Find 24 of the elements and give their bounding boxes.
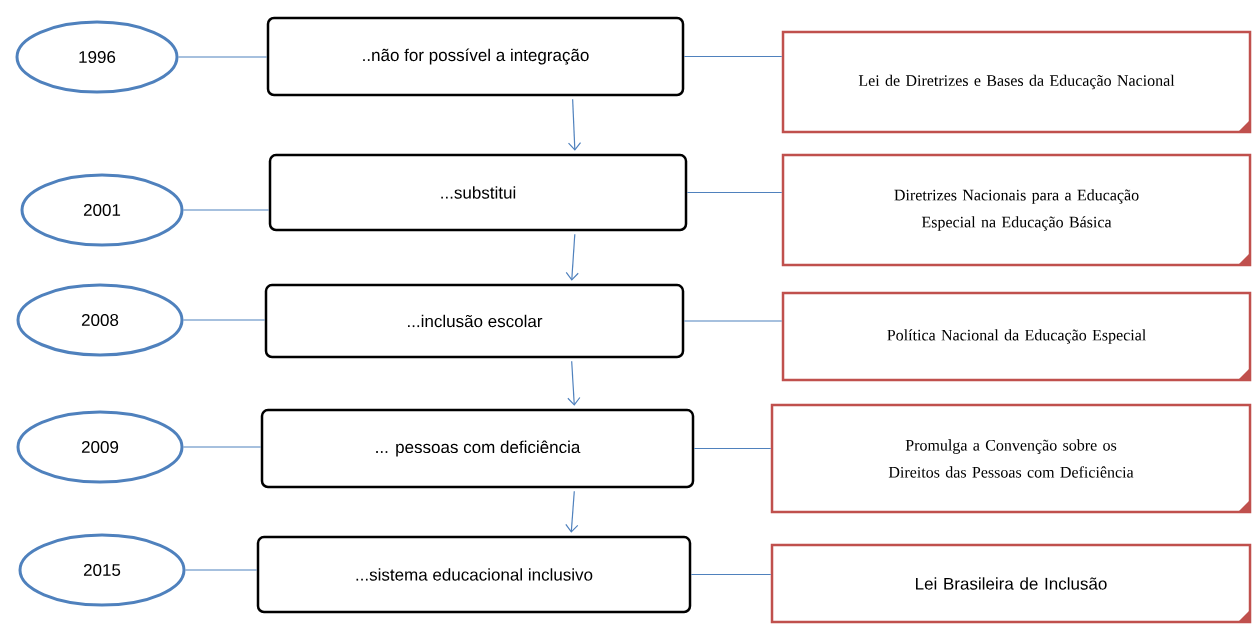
connector-line xyxy=(686,191,783,194)
process-box: ..não for possível a integração xyxy=(266,16,685,97)
connector-line xyxy=(182,209,270,211)
process-box: ...sistema educacional inclusivo xyxy=(256,535,692,614)
process-box: ...inclusão escolar xyxy=(264,283,685,359)
process-box: ... pessoas com deficiência xyxy=(260,408,695,489)
process-box: ...substitui xyxy=(268,153,688,232)
connector-line xyxy=(184,569,258,571)
arrow xyxy=(567,360,581,406)
connector-line xyxy=(182,319,266,321)
connector-line xyxy=(690,573,772,576)
connector-line xyxy=(693,447,772,450)
connector-line xyxy=(182,446,262,448)
arrow xyxy=(567,98,582,151)
connector-line xyxy=(177,56,268,58)
folded-note: Promulga a Convenção sobre os Direitos das Pessoas com Deficiência xyxy=(770,403,1252,514)
connector-line xyxy=(683,55,783,58)
arrow xyxy=(565,233,579,281)
arrow xyxy=(565,490,579,533)
folded-note: Lei Brasileira de Inclusão xyxy=(770,543,1252,624)
folded-note: Diretrizes Nacionais para a Educação Especial na Educação Básica xyxy=(781,153,1252,267)
connector-line xyxy=(683,320,783,322)
folded-note: Lei de Diretrizes e Bases da Educação Nacional xyxy=(781,30,1252,134)
folded-note: Política Nacional da Educação Especial xyxy=(781,291,1252,382)
